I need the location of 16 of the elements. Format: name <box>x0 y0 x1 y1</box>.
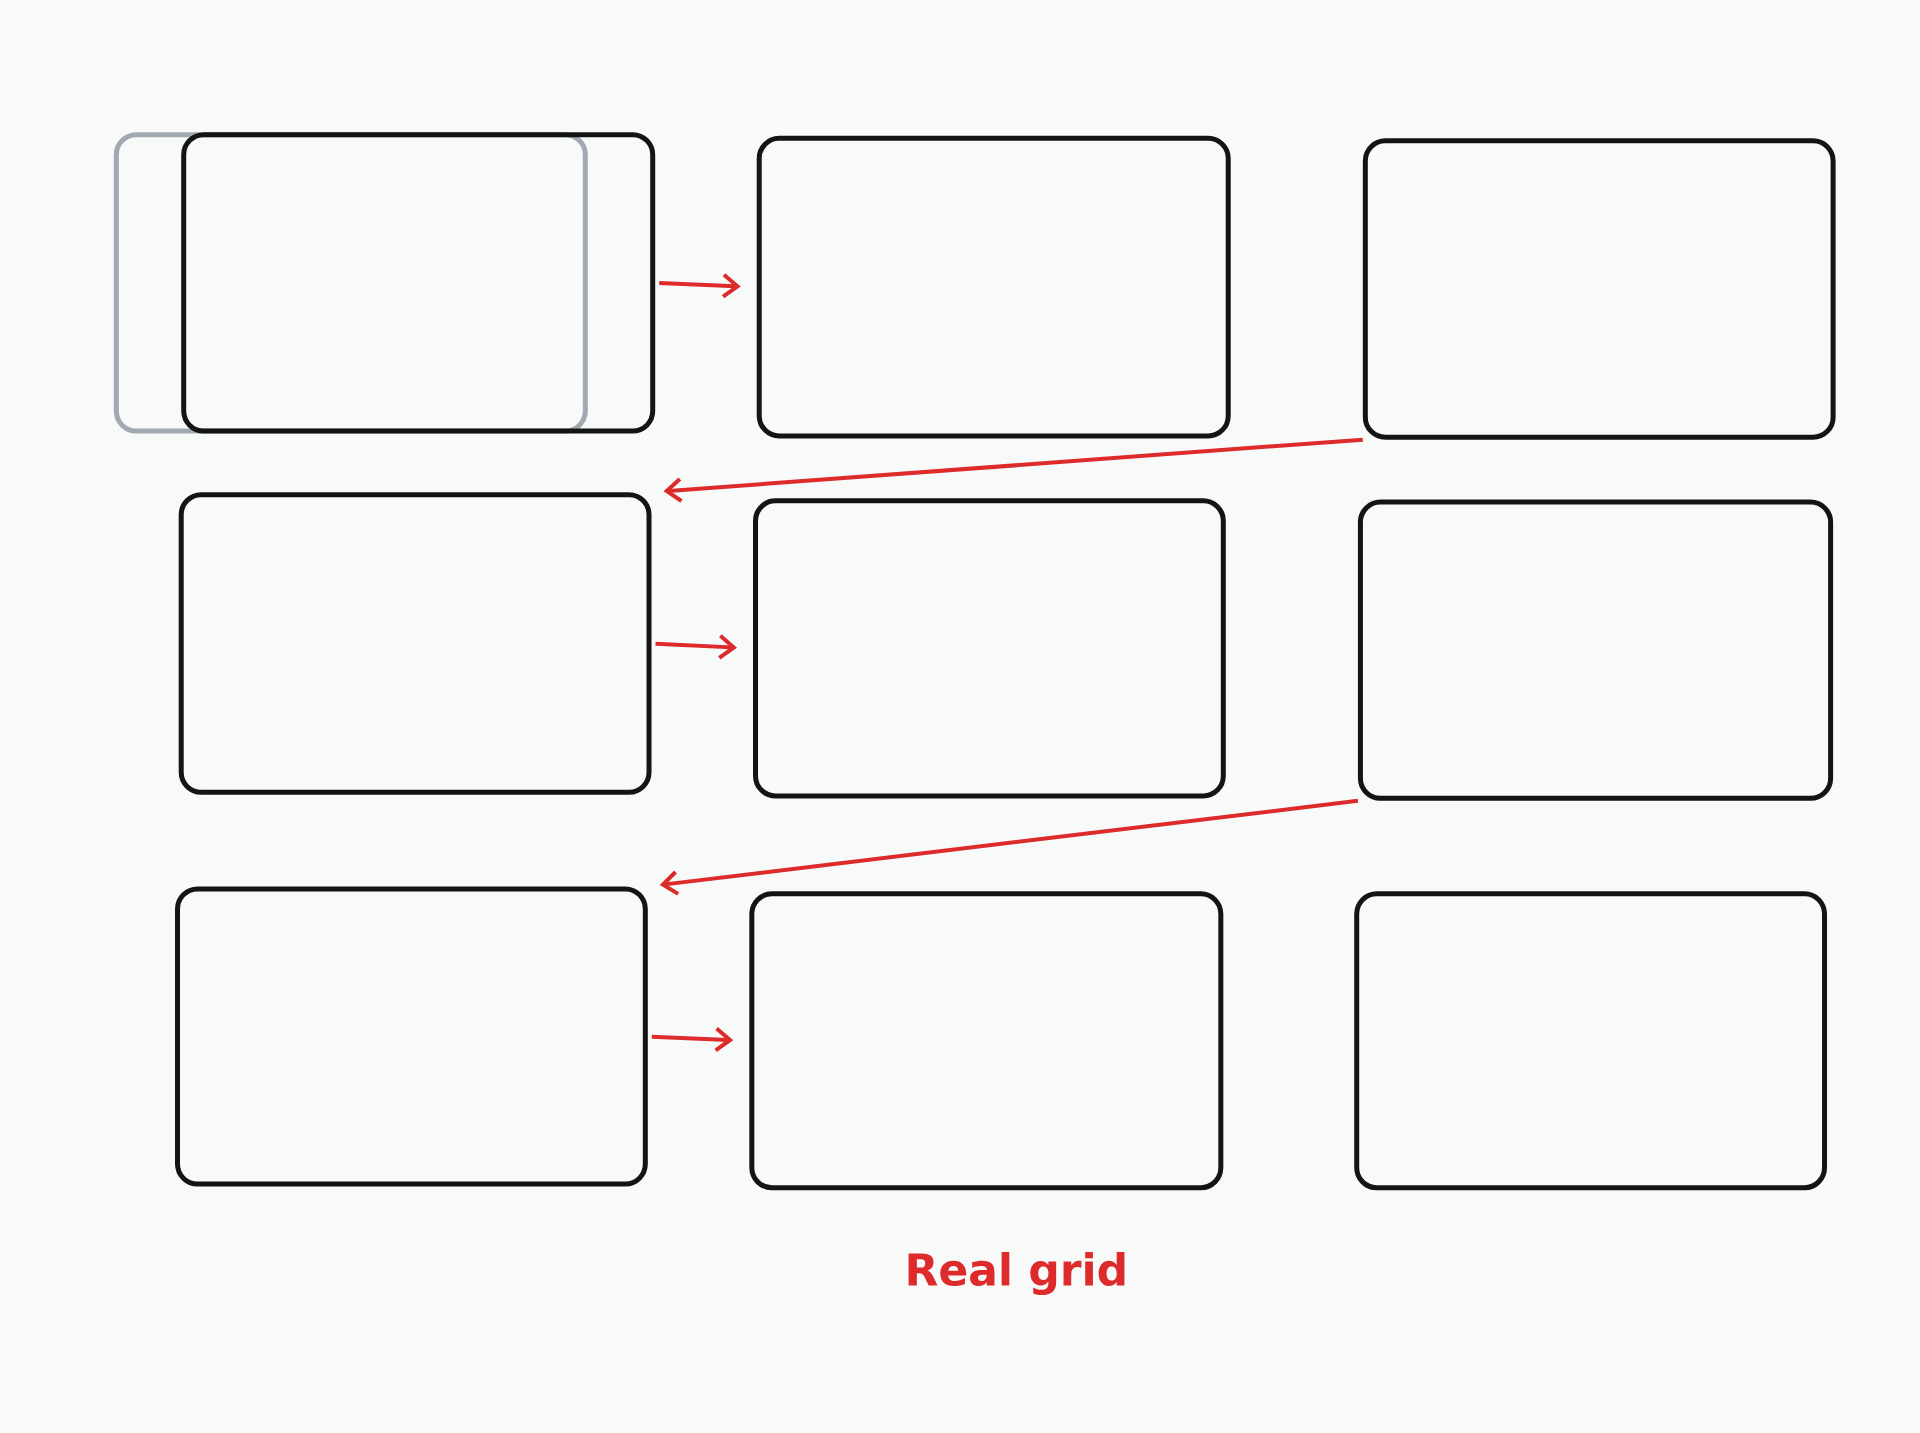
arrow <box>651 1026 734 1052</box>
grid-box <box>1354 891 1828 1191</box>
outline-box <box>113 132 588 434</box>
grid-box <box>753 498 1226 799</box>
grid-box <box>175 886 648 1187</box>
arrow <box>659 273 741 299</box>
grid-box <box>178 492 652 795</box>
grid-box <box>749 891 1224 1191</box>
arrow <box>659 798 1359 896</box>
grid-box <box>756 135 1231 439</box>
grid-box <box>181 132 656 434</box>
grid-box <box>1362 138 1836 440</box>
arrow <box>655 634 738 660</box>
arrow <box>663 437 1363 503</box>
grid-box <box>1357 499 1834 801</box>
caption-text: Real grid <box>908 1252 1125 1295</box>
